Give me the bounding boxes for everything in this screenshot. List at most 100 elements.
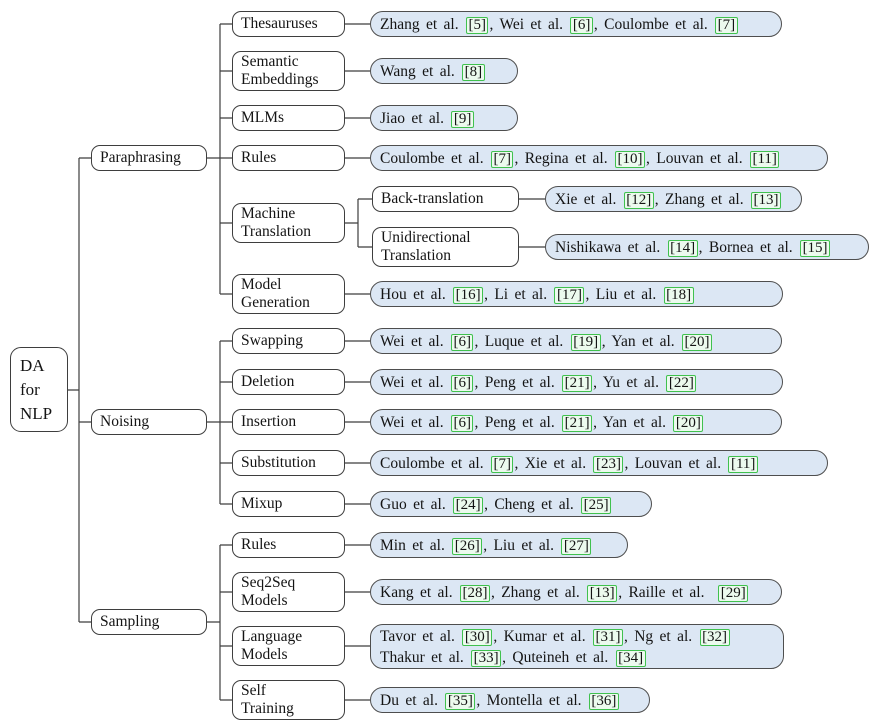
ref-badge: [16] bbox=[453, 286, 484, 304]
node-label: Thesauruses bbox=[241, 14, 318, 32]
node-label: Rules bbox=[241, 535, 277, 553]
citation-author-text: Ng et al. bbox=[634, 627, 699, 645]
citation-separator: , bbox=[698, 238, 709, 256]
citation-separator: , bbox=[493, 627, 504, 645]
citation-line: Guo et al. [24], Cheng et al. [25] bbox=[380, 494, 642, 515]
connectors-paraphrasing bbox=[207, 23, 370, 295]
ref-badge: [20] bbox=[673, 414, 704, 432]
ref-badge: [31] bbox=[592, 628, 623, 646]
ref-badge: [20] bbox=[682, 333, 713, 351]
node-label: Models bbox=[241, 592, 288, 609]
ref-badge: [13] bbox=[587, 584, 618, 602]
ref-badge: [7] bbox=[715, 16, 738, 34]
citation-author-text: Coulombe et al. bbox=[380, 454, 490, 472]
citation-separator: , bbox=[483, 536, 494, 554]
node-label: Swapping bbox=[241, 331, 303, 349]
node-deletion: Deletion bbox=[232, 369, 345, 395]
citation-author-text: Yan et al. bbox=[611, 332, 682, 350]
connectors-root-trunk bbox=[68, 157, 91, 623]
ref-badge: [21] bbox=[562, 374, 593, 392]
citation-author-text: Thakur et al. bbox=[380, 648, 471, 666]
ref-badge: [21] bbox=[562, 414, 593, 432]
citation-line: Wei et al. [6], Peng et al. [21], Yan et… bbox=[380, 412, 772, 433]
citation-separator: , bbox=[514, 454, 525, 472]
citation-author-text: Wei et al. bbox=[380, 413, 450, 431]
citation-author-text: Kang et al. bbox=[380, 583, 459, 601]
citation-separator: , bbox=[502, 648, 513, 666]
citation-line: Wang et al. [8] bbox=[380, 61, 508, 82]
citation-line: Hou et al. [16], Li et al. [17], Liu et … bbox=[380, 284, 773, 305]
citation-box-model-generation: Hou et al. [16], Li et al. [17], Liu et … bbox=[370, 281, 783, 307]
node-label: Semantic bbox=[241, 52, 299, 70]
citation-separator: , bbox=[476, 691, 487, 709]
citation-author-text: Montella et al. bbox=[486, 691, 588, 709]
node-label: Embeddings bbox=[241, 71, 319, 88]
citation-line: Du et al. [35], Montella et al. [36] bbox=[380, 690, 640, 711]
citation-box-back-translation: Xie et al. [12], Zhang et al. [13] bbox=[545, 186, 802, 212]
ref-badge: [8] bbox=[462, 63, 485, 81]
citation-line: Kang et al. [28], Zhang et al. [13], Rai… bbox=[380, 582, 772, 603]
citation-author-text: Peng et al. bbox=[484, 413, 562, 431]
node-swapping: Swapping bbox=[232, 328, 345, 354]
citation-separator: , bbox=[489, 15, 500, 33]
citation-box-deletion: Wei et al. [6], Peng et al. [21], Yu et … bbox=[370, 369, 783, 395]
citation-separator: , bbox=[593, 413, 603, 431]
citation-author-text: Guo et al. bbox=[380, 495, 453, 513]
citation-box-rules-sampling: Min et al. [26], Liu et al. [27] bbox=[370, 532, 628, 558]
ref-badge: [23] bbox=[593, 455, 624, 473]
ref-badge: [28] bbox=[459, 584, 490, 602]
node-label: Language bbox=[241, 627, 303, 645]
node-label: Back-translation bbox=[381, 189, 484, 207]
node-language-models: Language Models bbox=[232, 626, 345, 666]
ref-badge: [34] bbox=[615, 649, 646, 667]
node-label: Translation bbox=[241, 223, 312, 240]
citation-author-text: Xie et al. bbox=[524, 454, 593, 472]
ref-badge: [26] bbox=[452, 537, 483, 555]
citation-author-text: Coulombe et al. bbox=[380, 149, 490, 167]
node-label: Training bbox=[241, 700, 294, 717]
node-label: Mixup bbox=[241, 494, 283, 512]
citation-author-text: Raille et al. bbox=[628, 583, 718, 601]
ref-badge: [18] bbox=[663, 286, 694, 304]
citation-author-text: Peng et al. bbox=[484, 373, 562, 391]
citation-separator: , bbox=[593, 15, 605, 33]
citation-separator: , bbox=[585, 285, 596, 303]
citation-box-rules-paraphrasing: Coulombe et al. [7], Regina et al. [10],… bbox=[370, 145, 828, 171]
citation-author-text: Quteineh et al. bbox=[512, 648, 615, 666]
node-paraphrasing: Paraphrasing bbox=[91, 145, 207, 171]
citation-separator: , bbox=[618, 583, 629, 601]
node-model-generation: Model Generation bbox=[232, 274, 345, 314]
citation-line: Nishikawa et al. [14], Bornea et al. [15… bbox=[555, 237, 859, 258]
node-label: Insertion bbox=[241, 412, 297, 430]
root-line: NLP bbox=[20, 403, 53, 423]
citation-line: Tavor et al. [30], Kumar et al. [31], Ng… bbox=[380, 626, 774, 647]
citation-author-text: Cheng et al. bbox=[494, 495, 581, 513]
citation-box-unidirectional-translation: Nishikawa et al. [14], Bornea et al. [15… bbox=[545, 234, 869, 260]
node-unidirectional-translation: Unidirectional Translation bbox=[372, 227, 519, 267]
citation-separator: , bbox=[601, 332, 612, 350]
ref-badge: [6] bbox=[450, 333, 474, 351]
node-label: Substitution bbox=[241, 453, 316, 471]
root-line: for bbox=[20, 379, 40, 399]
citation-separator: , bbox=[623, 627, 635, 645]
citation-line: Jiao et al. [9] bbox=[380, 108, 508, 129]
citation-box-swapping: Wei et al. [6], Luque et al. [19], Yan e… bbox=[370, 328, 782, 354]
ref-badge: [19] bbox=[570, 333, 601, 351]
ref-badge: [36] bbox=[588, 692, 619, 710]
citation-author-text: Bornea et al. bbox=[708, 238, 800, 256]
citation-author-text: Nishikawa et al. bbox=[555, 238, 667, 256]
connectors-noising bbox=[207, 340, 370, 505]
citation-author-text: Xie et al. bbox=[555, 190, 623, 208]
citation-author-text: Hou et al. bbox=[380, 285, 453, 303]
node-rules-sampling: Rules bbox=[232, 532, 345, 558]
citation-line: Thakur et al. [33], Quteineh et al. [34] bbox=[380, 647, 774, 668]
citation-separator: , bbox=[484, 285, 495, 303]
ref-badge: [10] bbox=[614, 150, 645, 168]
citation-box-mlms: Jiao et al. [9] bbox=[370, 105, 518, 131]
ref-badge: [32] bbox=[699, 628, 730, 646]
citation-line: Wei et al. [6], Luque et al. [19], Yan e… bbox=[380, 331, 772, 352]
citation-line: Zhang et al. [5], Wei et al. [6], Coulom… bbox=[380, 14, 772, 35]
citation-author-text: Liu et al. bbox=[595, 285, 663, 303]
node-rules-paraphrasing: Rules bbox=[232, 145, 345, 171]
